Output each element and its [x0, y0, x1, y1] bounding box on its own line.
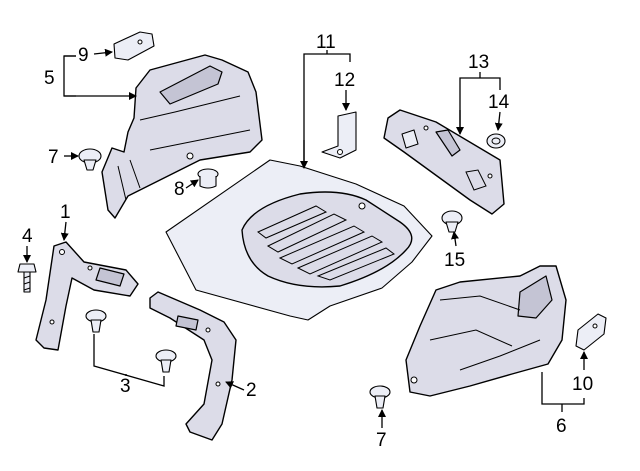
callout-9: 9 [78, 45, 89, 66]
part-12-bracket[interactable] [321, 111, 357, 159]
part-3-clip-upper[interactable] [85, 309, 107, 333]
part-10-access-cover[interactable] [575, 313, 607, 351]
part-5-quarter-trim-upper[interactable] [101, 54, 263, 219]
callout-7-upper: 7 [48, 147, 59, 168]
callout-4: 4 [22, 226, 33, 247]
part-2-pillar-trim-right[interactable] [149, 291, 237, 441]
callout-8: 8 [174, 179, 185, 200]
callout-11: 11 [316, 32, 336, 53]
callout-13: 13 [468, 52, 489, 73]
callout-3: 3 [120, 376, 131, 397]
part-8-grommet[interactable] [197, 168, 219, 189]
callout-1: 1 [60, 202, 71, 223]
callout-15: 15 [444, 250, 465, 271]
callout-14: 14 [488, 92, 510, 113]
part-13-sill-plate[interactable] [383, 109, 505, 215]
callout-7-lower: 7 [376, 430, 387, 451]
callout-10: 10 [572, 374, 593, 395]
part-6-quarter-trim-lower[interactable] [405, 265, 567, 397]
callout-5: 5 [44, 68, 55, 89]
callout-labels: 9 5 7 8 11 12 13 14 15 1 4 3 2 6 10 7 [22, 32, 593, 451]
part-3-clip-lower[interactable] [155, 349, 177, 373]
part-4-bolt[interactable] [17, 263, 37, 293]
part-11-floor-mat[interactable] [165, 159, 433, 321]
part-7-push-clip-lower[interactable] [369, 385, 391, 409]
part-7-push-clip-upper[interactable] [78, 148, 102, 171]
part-14-retainer[interactable] [486, 133, 506, 149]
part-9-trim-cover[interactable] [113, 31, 155, 61]
part-1-pillar-trim-left[interactable] [35, 241, 139, 351]
callout-12: 12 [334, 70, 355, 91]
part-15-push-clip[interactable] [441, 210, 463, 233]
leader-lines [23, 48, 588, 428]
callout-2: 2 [246, 380, 257, 401]
callout-6: 6 [556, 416, 567, 437]
